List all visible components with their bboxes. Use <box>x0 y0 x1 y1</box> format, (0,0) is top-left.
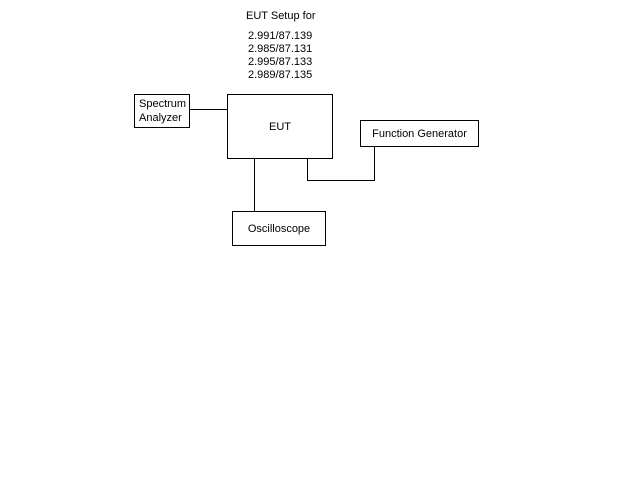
reading-value: 2.989/87.135 <box>248 69 313 81</box>
function-generator-box: Function Generator <box>360 120 479 147</box>
oscilloscope-box: Oscilloscope <box>232 211 326 246</box>
diagram-title: EUT Setup for <box>246 10 316 22</box>
connector-eut-function-generator-h <box>307 180 375 181</box>
reading-value: 2.991/87.139 <box>248 30 313 42</box>
connector-eut-oscilloscope <box>254 159 255 211</box>
connector-eut-function-generator-v2 <box>374 147 375 181</box>
spectrum-analyzer-box: Spectrum Analyzer <box>134 94 190 128</box>
connector-eut-function-generator-v1 <box>307 159 308 181</box>
connector-spectrum-analyzer-eut <box>190 109 227 110</box>
reading-value: 2.985/87.131 <box>248 43 313 55</box>
eut-box: EUT <box>227 94 333 159</box>
reading-value: 2.995/87.133 <box>248 56 313 68</box>
readings-list: 2.991/87.139 2.985/87.131 2.995/87.133 2… <box>248 30 312 82</box>
